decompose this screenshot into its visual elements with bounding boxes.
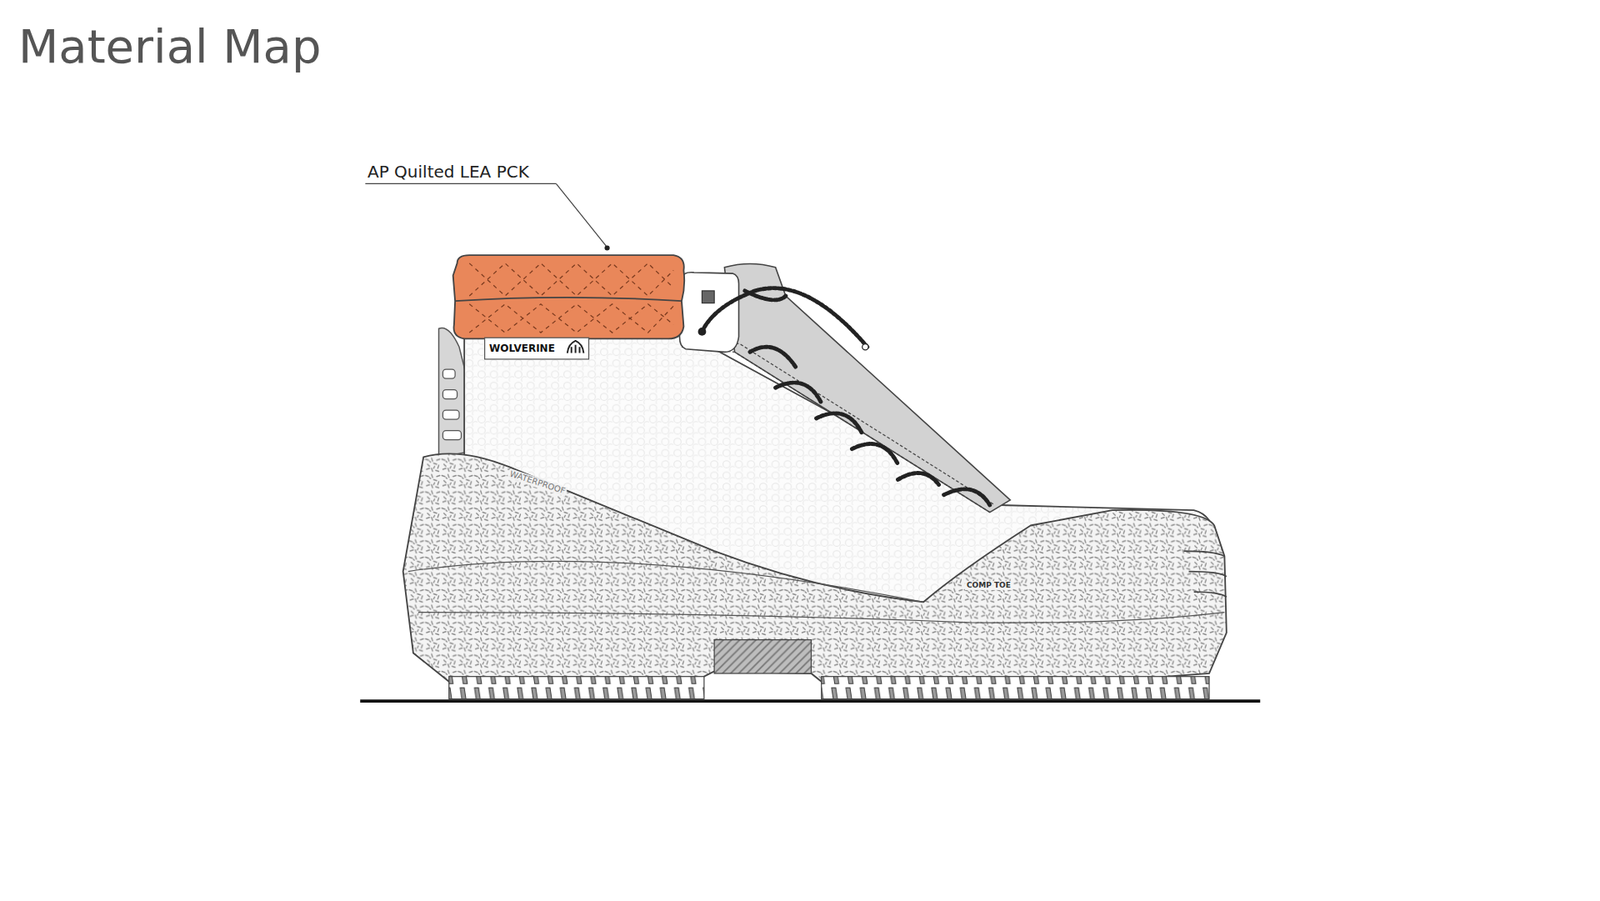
brand-logo-text: WOLVERINE — [489, 342, 555, 355]
page-title: Material Map — [18, 18, 321, 75]
material-callout: AP Quilted LEA PCK — [367, 161, 530, 182]
comp-toe-print: COMP TOE — [965, 580, 1013, 590]
